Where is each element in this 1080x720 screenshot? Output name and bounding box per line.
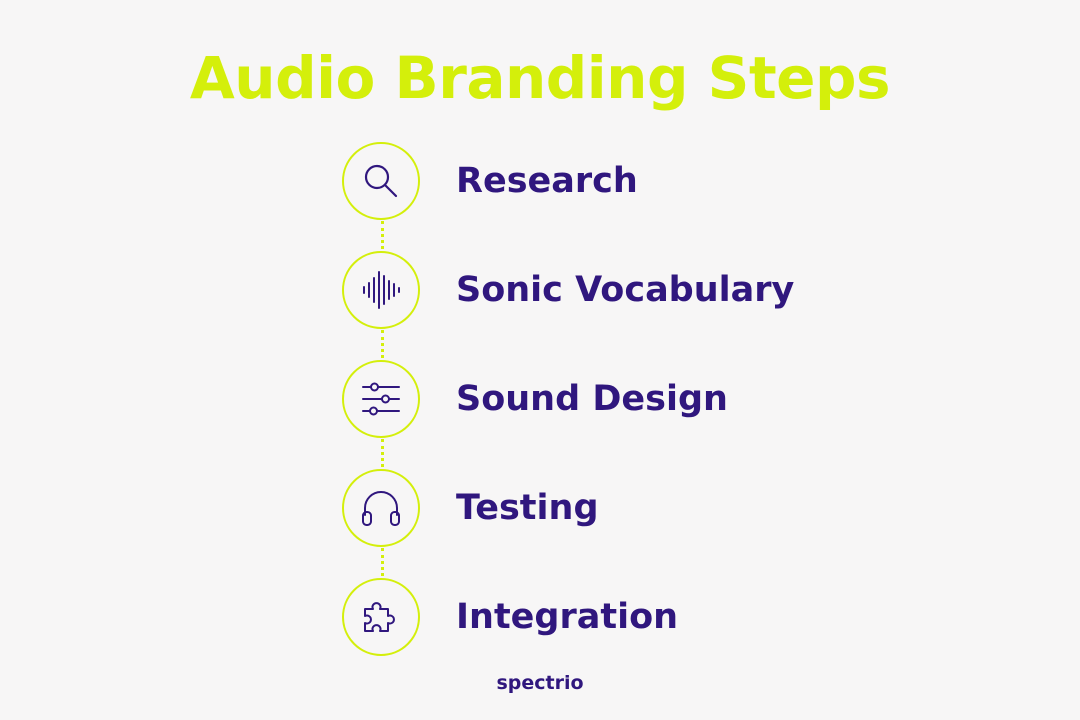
step-label-sound-design: Sound Design — [456, 379, 728, 419]
sound-wave-icon — [363, 271, 400, 309]
puzzle-icon — [364, 602, 395, 632]
step-connector — [381, 548, 384, 576]
step-circle-sonic-vocabulary — [342, 251, 420, 329]
brand-logo: spectrio — [496, 672, 584, 694]
step-connector — [381, 330, 384, 358]
step-connector — [381, 221, 384, 249]
search-icon — [364, 164, 398, 198]
step-label-testing: Testing — [456, 488, 599, 528]
step-circle-research — [342, 142, 420, 220]
step-connector — [381, 439, 384, 467]
page-title: Audio Branding Steps — [189, 44, 891, 112]
step-circle-testing — [342, 469, 420, 547]
step-label-sonic-vocabulary: Sonic Vocabulary — [456, 270, 795, 310]
headphones-icon — [362, 491, 400, 526]
step-label-research: Research — [456, 161, 638, 201]
sliders-icon — [362, 382, 400, 416]
step-circle-integration — [342, 578, 420, 656]
step-label-integration: Integration — [456, 597, 679, 637]
step-circle-sound-design — [342, 360, 420, 438]
